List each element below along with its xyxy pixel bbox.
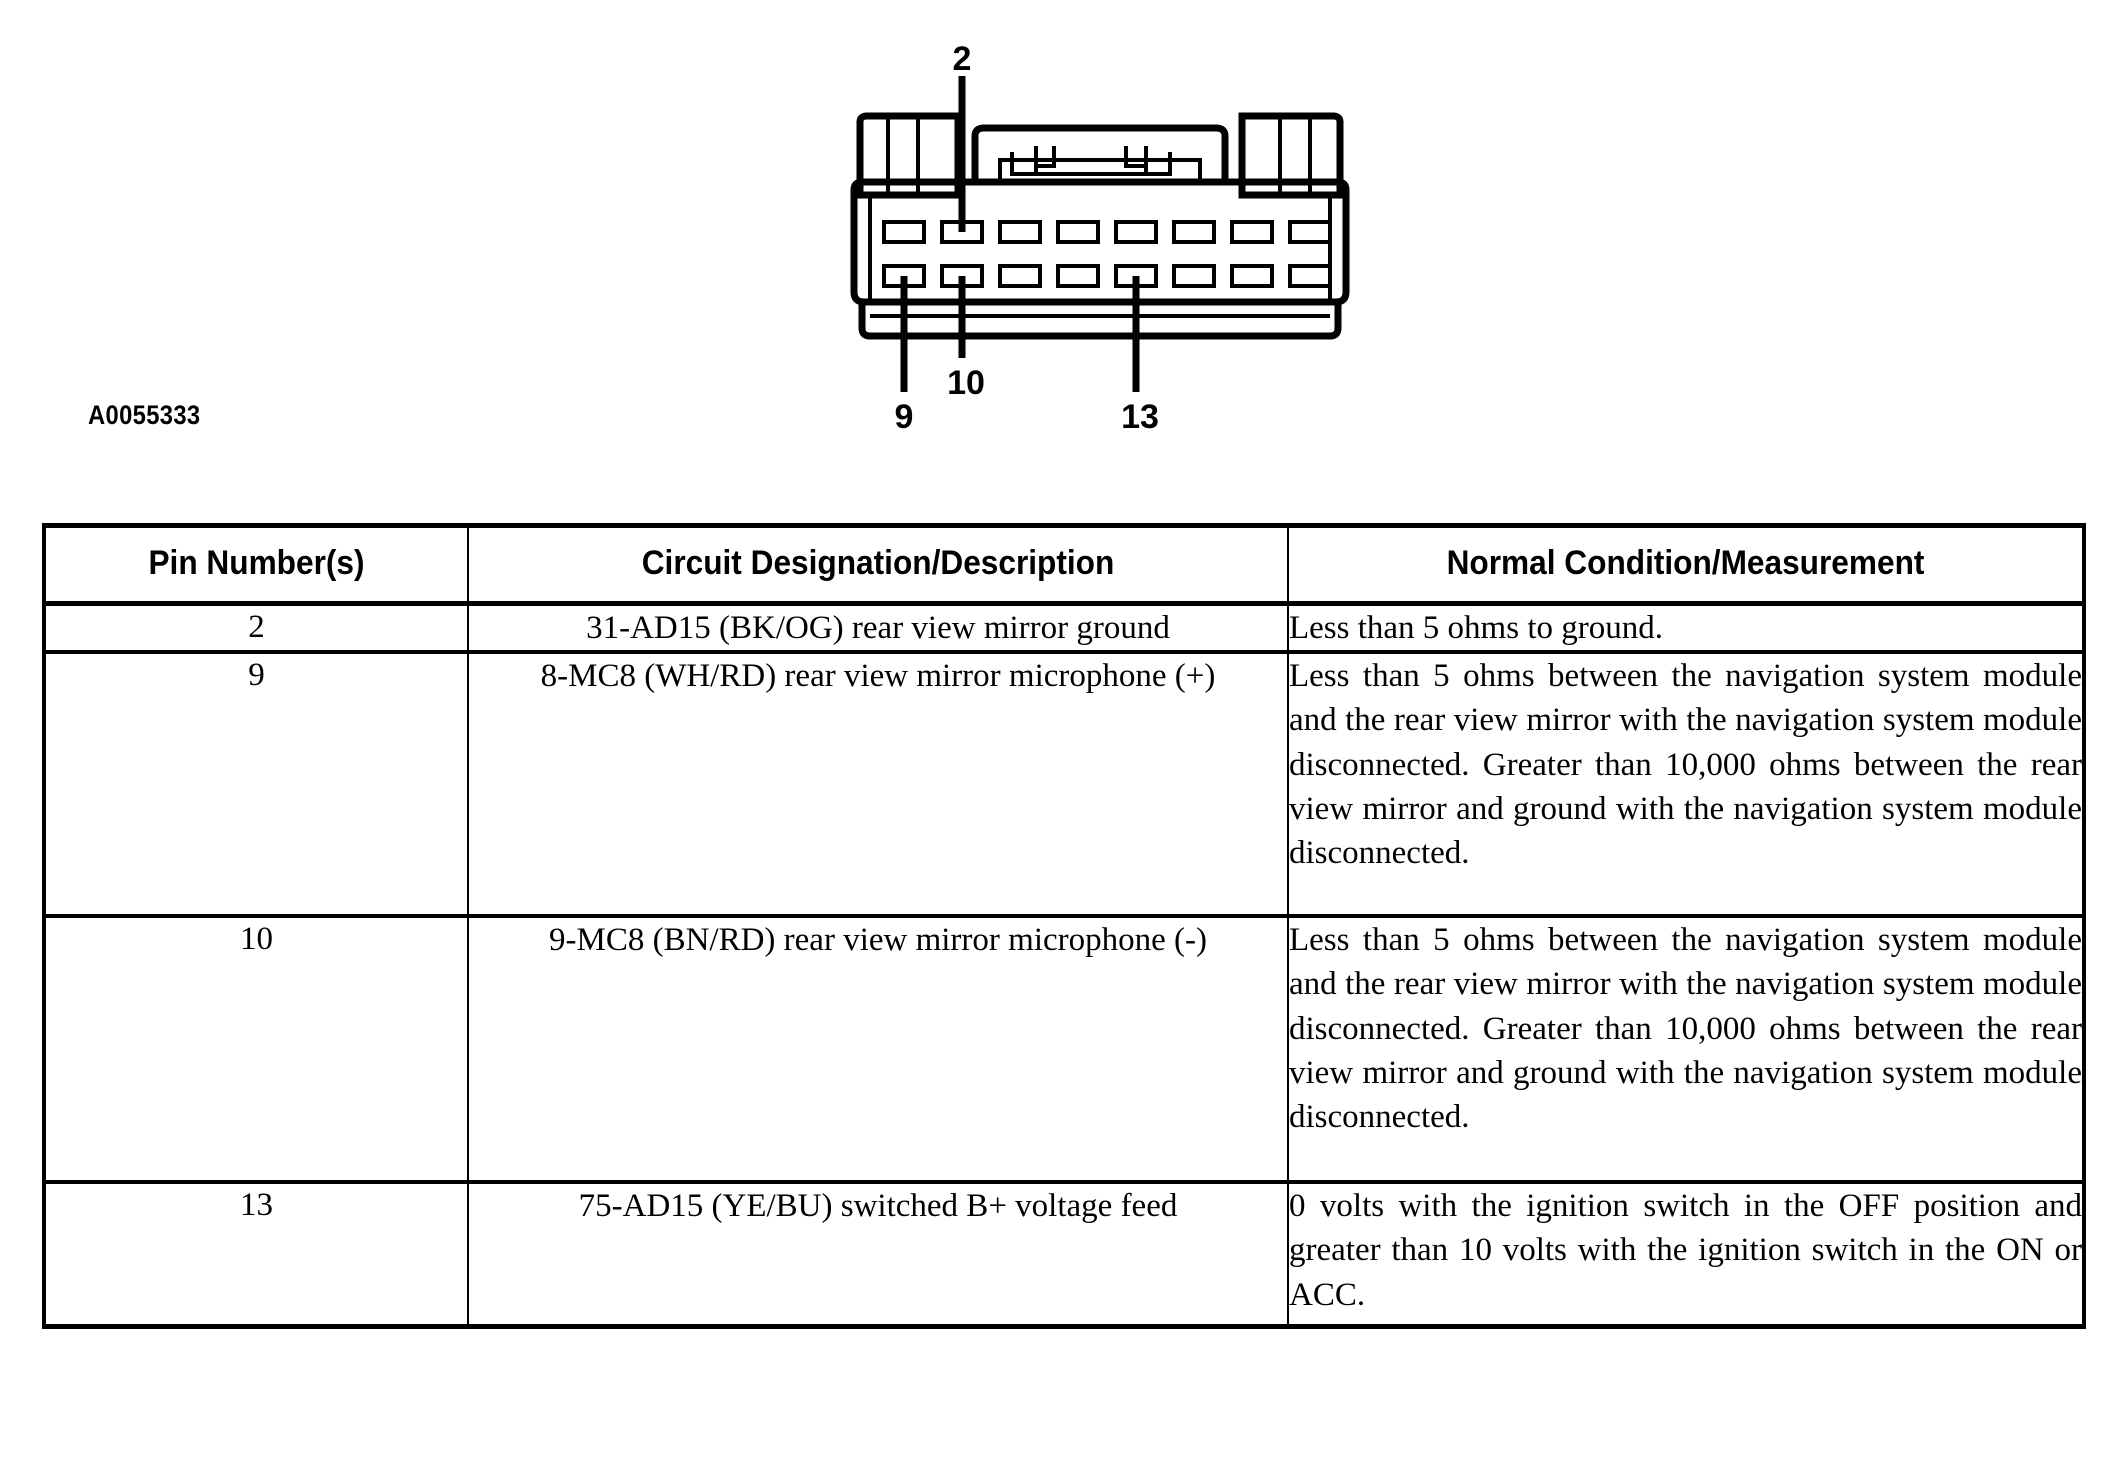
callout-pin-10: 10 (947, 364, 985, 402)
cell-normal-condition: Less than 5 ohms between the navigation … (1287, 650, 2086, 918)
table-row: 9 8-MC8 (WH/RD) rear view mirror microph… (42, 650, 2086, 918)
column-header-normal-condition: Normal Condition/Measurement (1287, 523, 2086, 606)
connector-figure-area: A0055333 (0, 0, 2124, 500)
connector-pinout-diagram: 2 9 10 13 (840, 40, 1360, 460)
cell-pin-number: 2 (42, 601, 469, 654)
cell-circuit-desc: 8-MC8 (WH/RD) rear view mirror microphon… (467, 650, 1289, 918)
column-header-circuit-designation: Circuit Designation/Description (467, 523, 1289, 606)
column-header-pin-number: Pin Number(s) (42, 523, 469, 606)
cell-circuit-desc: 75-AD15 (YE/BU) switched B+ voltage feed (467, 1180, 1289, 1330)
cell-pin-number: 10 (42, 914, 469, 1184)
figure-id-label: A0055333 (88, 400, 201, 430)
cell-pin-number: 13 (42, 1180, 469, 1330)
cell-normal-condition: Less than 5 ohms between the navigation … (1287, 914, 2086, 1184)
cell-normal-condition: 0 volts with the ignition switch in the … (1287, 1180, 2086, 1330)
pin-specification-table-container: Pin Number(s) Circuit Designation/Descri… (42, 523, 2086, 1330)
table-row: 2 31-AD15 (BK/OG) rear view mirror groun… (42, 601, 2086, 654)
table-header-row: Pin Number(s) Circuit Designation/Descri… (42, 523, 2086, 606)
pin-specification-table: Pin Number(s) Circuit Designation/Descri… (42, 523, 2086, 1330)
cell-circuit-desc: 31-AD15 (BK/OG) rear view mirror ground (467, 601, 1289, 654)
callout-pin-2: 2 (953, 40, 972, 78)
table-row: 13 75-AD15 (YE/BU) switched B+ voltage f… (42, 1180, 2086, 1330)
cell-normal-condition: Less than 5 ohms to ground. (1287, 601, 2086, 654)
callout-pin-13: 13 (1121, 398, 1159, 436)
cell-pin-number: 9 (42, 650, 469, 918)
table-row: 10 9-MC8 (BN/RD) rear view mirror microp… (42, 914, 2086, 1184)
callout-pin-9: 9 (895, 398, 914, 436)
cell-circuit-desc: 9-MC8 (BN/RD) rear view mirror microphon… (467, 914, 1289, 1184)
